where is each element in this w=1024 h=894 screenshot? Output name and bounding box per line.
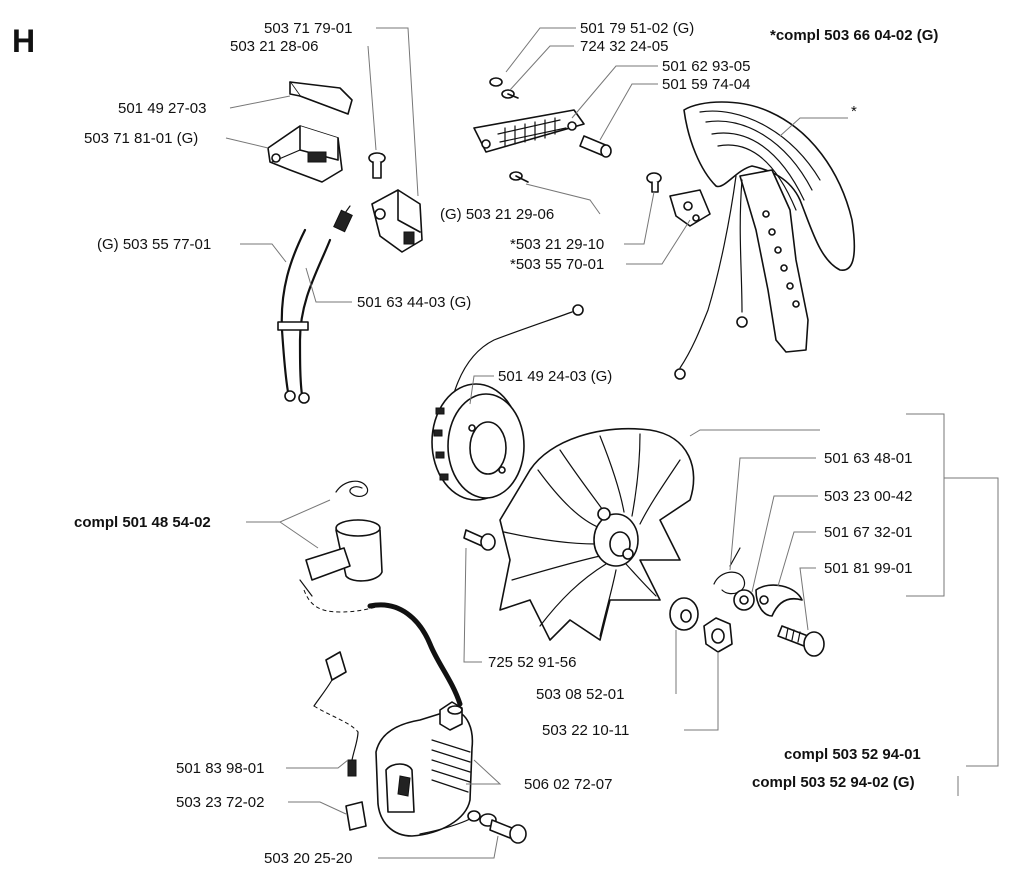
washer-503-08-52-01-drawing xyxy=(669,597,699,631)
label-503-55-77-01: (G) 503 55 77-01 xyxy=(97,236,211,253)
label-501-83-98-01: 501 83 98-01 xyxy=(176,760,264,777)
label-501-63-48-01: 501 63 48-01 xyxy=(824,450,912,467)
spring-501-63-48-01-drawing xyxy=(713,547,746,595)
label-star: * xyxy=(851,103,857,120)
label-compl-503-66-04-02: *compl 503 66 04-02 (G) xyxy=(770,27,938,44)
screw-503-20-25-20-drawing xyxy=(467,810,527,844)
label-724-32-24-05: 724 32 24-05 xyxy=(580,38,668,55)
label-503-71-79-01: 503 71 79-01 xyxy=(264,20,352,37)
label-503-22-10-11: 503 22 10-11 xyxy=(542,722,629,739)
label-501-49-27-03: 501 49 27-03 xyxy=(118,100,206,117)
label-501-79-51-02: 501 79 51-02 (G) xyxy=(580,20,694,37)
switch-503-71-81-01-drawing xyxy=(267,125,343,183)
label-503-21-29-10: *503 21 29-10 xyxy=(510,236,604,253)
cover-503-66-04-02-drawing xyxy=(674,101,856,380)
screw-503-21-28-06-drawing xyxy=(368,152,386,179)
label-503-23-00-42: 503 23 00-42 xyxy=(824,488,912,505)
clip-501-49-27-03-drawing xyxy=(289,81,353,115)
label-501-62-93-05: 501 62 93-05 xyxy=(662,58,750,75)
label-compl-503-52-94-02: compl 503 52 94-02 (G) xyxy=(752,774,915,791)
label-503-71-81-01: 503 71 81-01 (G) xyxy=(84,130,198,147)
screw-725-52-91-56-drawing xyxy=(463,529,496,551)
label-503-55-70-01: *503 55 70-01 xyxy=(510,256,604,273)
label-501-63-44-03: 501 63 44-03 (G) xyxy=(357,294,471,311)
label-501-59-74-04: 501 59 74-04 xyxy=(662,76,750,93)
screw-and-clamp-drawing xyxy=(646,172,711,227)
spark-plug-cap-drawing xyxy=(299,480,463,707)
grommet-503-23-72-02-drawing xyxy=(345,801,367,831)
label-501-67-32-01: 501 67 32-01 xyxy=(824,524,912,541)
label-503-21-29-06: (G) 503 21 29-06 xyxy=(440,206,554,223)
screw-501-81-99-01-drawing xyxy=(777,625,825,657)
label-503-08-52-01: 503 08 52-01 xyxy=(536,686,624,703)
plate-501-62-93-05-drawing xyxy=(473,109,585,153)
nut-503-22-10-11-drawing xyxy=(703,617,733,653)
label-501-49-24-03: 501 49 24-03 (G) xyxy=(498,368,612,385)
label-503-20-25-20: 503 20 25-20 xyxy=(264,850,352,867)
wire-harness-drawing xyxy=(277,205,353,404)
label-501-81-99-01: 501 81 99-01 xyxy=(824,560,912,577)
pawl-501-67-32-01-drawing xyxy=(755,584,803,617)
label-503-21-28-06: 503 21 28-06 xyxy=(230,38,318,55)
ignition-module-506-02-72-07-drawing xyxy=(313,651,474,837)
label-506-02-72-07: 506 02 72-07 xyxy=(524,776,612,793)
flywheel-drawing xyxy=(499,427,695,641)
label-725-52-91-56: 725 52 91-56 xyxy=(488,654,576,671)
bushing-503-23-00-42-drawing xyxy=(733,589,755,611)
label-compl-503-52-94-01: compl 503 52 94-01 xyxy=(784,746,921,763)
switch-503-71-79-01-drawing xyxy=(371,189,423,253)
armature-501-49-24-03-drawing xyxy=(431,304,584,501)
label-503-23-72-02: 503 23 72-02 xyxy=(176,794,264,811)
pin-501-59-74-04-drawing xyxy=(579,135,612,158)
label-compl-501-48-54-02: compl 501 48 54-02 xyxy=(74,514,211,531)
section-letter: H xyxy=(12,23,35,59)
small-screws-drawing xyxy=(489,77,529,183)
leader-lines xyxy=(225,27,999,859)
